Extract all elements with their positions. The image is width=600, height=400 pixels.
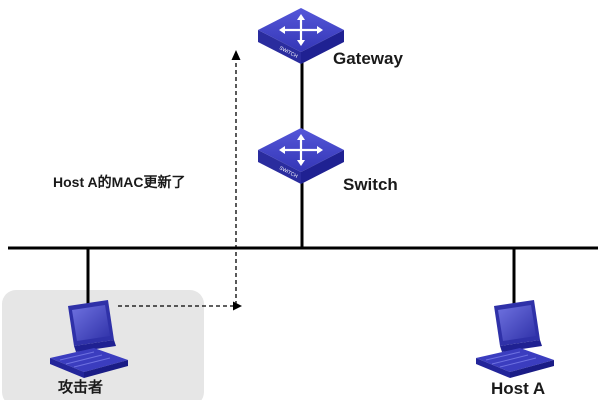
arrow-right-icon — [233, 301, 242, 311]
host-a-label: Host A — [491, 379, 546, 398]
attacker-label: 攻击者 — [58, 379, 104, 396]
host-a-computer-icon — [476, 300, 554, 378]
switch-label: Switch — [343, 175, 398, 194]
arrow-up-icon — [231, 50, 241, 60]
mac-update-annotation: Host A的MAC更新了 — [53, 174, 186, 190]
gateway-label: Gateway — [333, 49, 403, 68]
gateway-switch-icon: SWITCH — [258, 8, 344, 64]
attacker-computer-icon — [50, 300, 128, 378]
switch-icon: SWITCH — [258, 128, 344, 184]
spoof-path-dashed-line — [118, 60, 237, 307]
